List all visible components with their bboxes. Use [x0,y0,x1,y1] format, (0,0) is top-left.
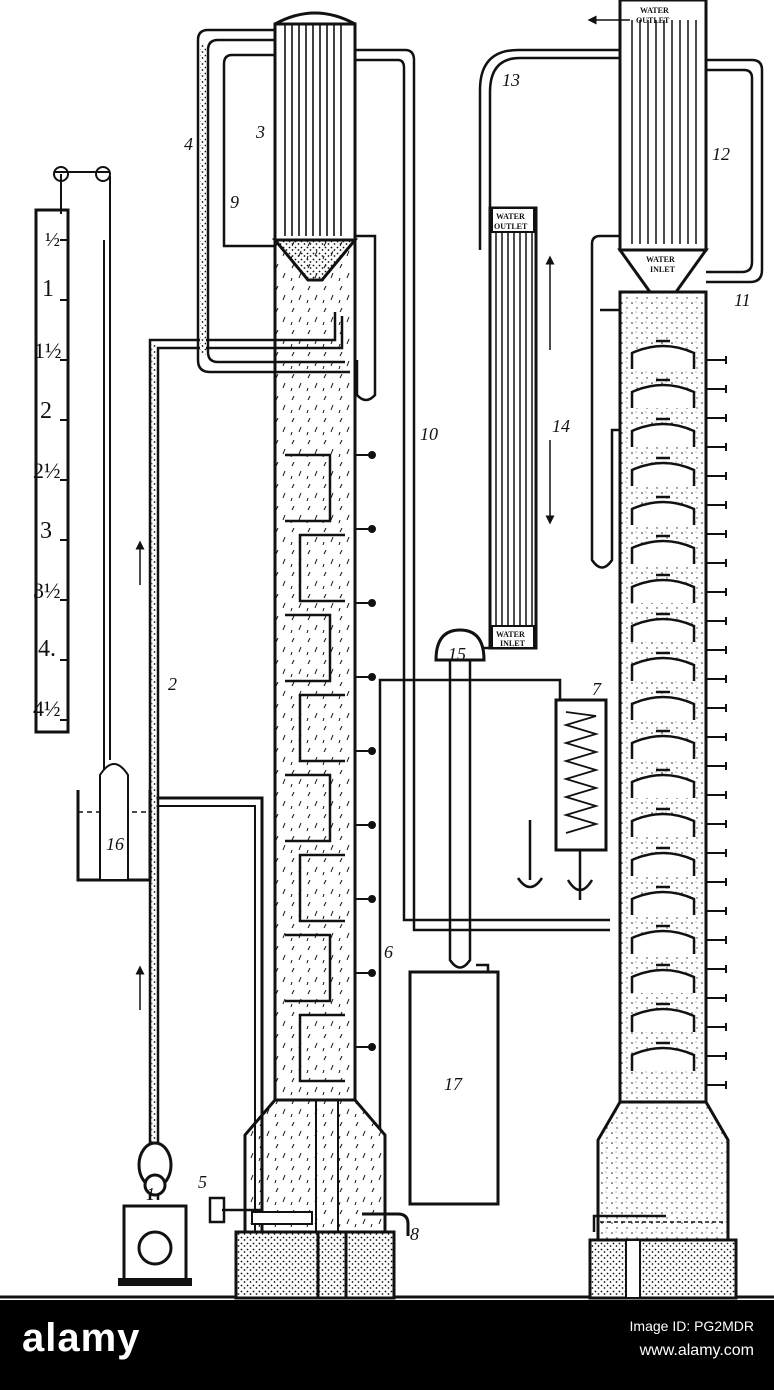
label-tester: 7 [592,679,602,699]
label-valve: 5 [198,1172,207,1192]
label-tank: 17 [444,1074,463,1094]
watermark-image-id: Image ID: PG2MDR [629,1318,754,1334]
tag-water-outlet-condenser: OUTLET [494,222,528,231]
scale-tick-label: 4. [38,636,56,662]
condenser-14 [478,48,620,650]
distillation-apparatus-diagram: ½ 1 1½ 2 2½ 3 3½ 4. 4½ [0,0,774,1300]
scale-tick-label: 4½ [33,696,61,721]
float-scale [34,166,111,770]
label-loop-13: 13 [502,70,520,90]
pump-1 [118,1141,192,1286]
scale-tick-label: 3½ [33,578,61,603]
label-receiver: 15 [448,644,466,664]
tag-water-inlet-condenser: WATER [496,630,525,639]
label-condenser-head: 3 [255,122,265,142]
label-reflux-pipe: 9 [230,192,239,212]
tag-water-inlet-column: WATER [646,255,675,264]
column-2 [587,0,764,1300]
scale-tick-label: 2 [40,398,52,424]
label-loop-11: 11 [734,290,751,310]
label-condenser-12: 12 [712,144,730,164]
label-return-pipe: 4 [184,134,193,154]
scale-tick-label: 2½ [33,458,61,483]
scale-tick-label: 1½ [34,338,62,363]
tag-water-inlet-condenser: INLET [500,639,526,648]
receiver-15 [434,628,490,990]
label-vapour-pipe: 6 [384,942,393,962]
tag-water-outlet-top: OUTLET [636,16,670,25]
watermark-url: www.alamy.com [639,1342,754,1359]
scale-tick-label: 1 [42,276,54,302]
scale-tick-label: 3 [40,518,52,544]
label-float-tank: 16 [106,834,124,854]
label-spirit-pipe: 10 [420,424,438,444]
watermark-logo: alamy [22,1316,141,1360]
watermark-band [0,1300,774,1390]
scale-tick-labels: ½ 1 1½ 2 2½ 3 3½ 4. 4½ [33,229,62,721]
label-feed-pipe: 2 [168,674,177,694]
pipe-loops-column-1 [196,28,610,1130]
tag-water-inlet-column: INLET [650,265,676,274]
label-outlet: 8 [410,1224,419,1244]
label-condenser-14: 14 [552,416,570,436]
tag-water-outlet-condenser: WATER [496,212,525,221]
scale-tick-label: ½ [45,229,60,251]
column-1 [208,11,410,1300]
label-pump: 1 [146,1184,155,1204]
tank-17 [408,970,500,1206]
tester-7 [516,698,608,900]
tag-water-outlet-top: WATER [640,6,669,15]
